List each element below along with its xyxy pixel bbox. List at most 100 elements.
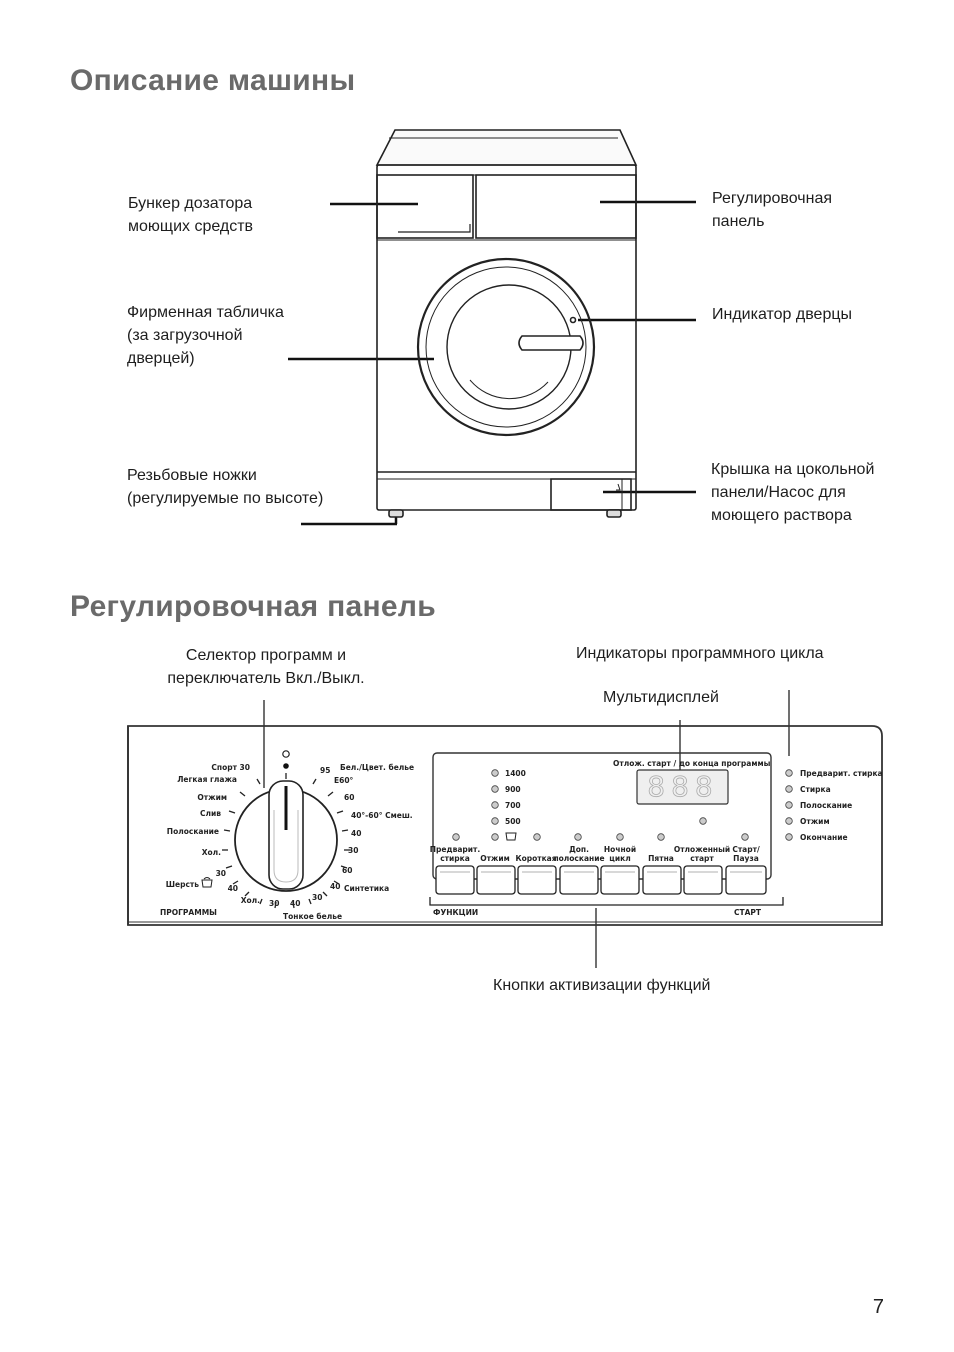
dial-label-cold-left: Хол. [202, 848, 221, 857]
programs-label: ПРОГРАММЫ [160, 908, 217, 917]
dial-label-30-bottom: 30 [269, 899, 279, 908]
button-night-label-1: Ночной [604, 845, 636, 854]
label-feet-line1: Резьбовые ножки [127, 467, 257, 484]
label-rating-plate-line1: Фирменная табличка [127, 304, 284, 321]
dial-label-60-syn: 60 [342, 866, 352, 875]
button-night-label-2: цикл [609, 854, 630, 863]
dial-label-spin: Отжим [197, 793, 227, 802]
callout-selector-line2: переключатель Вкл./Выкл. [167, 670, 365, 687]
button-prewash-label-2: стирка [440, 854, 470, 863]
phase-spin: Отжим [800, 817, 830, 826]
machine-illustration [288, 129, 696, 526]
button-extra-rinse-label-2: полоскание [553, 854, 604, 863]
start-label: СТАРТ [734, 908, 762, 917]
dial-label-wool: Шерсть [166, 880, 200, 889]
program-selector-dial[interactable] [234, 780, 338, 892]
function-leds [452, 817, 749, 841]
label-dispenser-line2: моющих средств [128, 218, 254, 235]
dial-label-cold-bottom: Хол. [241, 896, 260, 905]
dial-label-60-cotton: 60 [344, 793, 354, 802]
wool-handwash-icon [201, 877, 213, 888]
callout-selector-line1: Селектор программ и [185, 647, 347, 664]
label-plinth-line1: Крышка на цокольной [711, 461, 875, 478]
spin-speed-500: 500 [505, 817, 521, 826]
button-start-label-2: Пауза [733, 854, 759, 863]
dial-label-40-syn: 40 [330, 882, 340, 891]
rinse-hold-icon [505, 832, 517, 841]
label-control-panel-line1: Регулировочная [712, 190, 833, 207]
spin-speed-1400: 1400 [505, 769, 526, 778]
callout-cycle-indicators: Индикаторы программного цикла [576, 645, 824, 662]
label-control-panel: Регулировочная панель [712, 187, 832, 233]
button-short-label: Короткая [515, 854, 556, 863]
phase-rinse: Полоскание [800, 801, 852, 810]
dial-label-95: 95 [320, 766, 330, 775]
cycle-phase-leds [785, 769, 793, 841]
label-dispenser-line1: Бункер дозатора [128, 195, 253, 212]
dial-label-sport: Спорт 30 [211, 763, 250, 772]
label-rating-plate-line2: (за загрузочной [127, 327, 243, 344]
delay-start-button[interactable] [683, 865, 723, 895]
dial-label-30-mix: 30 [348, 846, 358, 855]
night-cycle-button[interactable] [600, 865, 640, 895]
section-title-machine: Описание машины [70, 64, 356, 97]
label-door-indicator: Индикатор дверцы [712, 303, 852, 326]
phase-end: Окончание [800, 833, 848, 842]
button-extra-rinse-label-1: Доп. [569, 845, 589, 854]
button-delay-label-2: старт [690, 854, 714, 863]
spin-speed-700: 700 [505, 801, 521, 810]
dial-label-30-syn: 30 [312, 893, 322, 902]
label-control-panel-line2: панель [712, 213, 765, 230]
label-feet-line2: (регулируемые по высоте) [127, 490, 324, 507]
callout-multidisplay: Мультидисплей [603, 689, 719, 706]
start-pause-button[interactable] [725, 865, 767, 895]
dial-label-eco: E60° [334, 776, 354, 785]
dial-label-40-left: 40 [228, 884, 238, 893]
multidisplay-screen [636, 769, 729, 805]
dial-label-40-bottom: 40 [290, 899, 300, 908]
label-dispenser: Бункер дозатора моющих средств [128, 192, 253, 238]
label-door-indicator-line1: Индикатор дверцы [712, 306, 853, 323]
dial-label-delicate: Тонкое белье [283, 912, 342, 921]
phase-wash: Стирка [800, 785, 831, 794]
control-panel-drawing: Спорт 30 Легкая глажа Отжим Слив Полоска… [127, 690, 883, 968]
spin-speed-indicators [491, 769, 499, 841]
callout-function-buttons: Кнопки активизации функций [493, 977, 711, 994]
dial-label-mix: 40°-60° Смеш. [351, 811, 413, 820]
callout-selector: Селектор программ и переключатель Вкл./В… [164, 644, 368, 690]
button-prewash-label-1: Предварит. [430, 845, 481, 854]
power-indicator-icon [282, 750, 290, 758]
dial-label-easy-iron: Легкая глажа [177, 775, 237, 784]
multidisplay-digits: 888 [647, 770, 718, 803]
label-plinth-line2: панели/Насос для [711, 484, 846, 501]
dial-label-rinse: Полоскание [167, 827, 219, 836]
dial-label-cotton: Бел./Цвет. белье [340, 763, 414, 772]
spin-speed-900: 900 [505, 785, 521, 794]
button-spin-label: Отжим [480, 854, 510, 863]
stains-button[interactable] [642, 865, 682, 895]
dial-label-40-mix: 40 [351, 829, 361, 838]
label-plinth: Крышка на цокольной панели/Насос для мою… [711, 458, 874, 527]
dial-ticks [222, 773, 350, 909]
dial-label-drain: Слив [200, 809, 221, 818]
button-delay-label-1: Отложенный [674, 845, 730, 854]
dial-label-synthetics: Синтетика [344, 884, 389, 893]
label-plinth-line3: моющего раствора [711, 507, 852, 524]
buttons-bracket [429, 897, 784, 906]
extra-rinse-button[interactable] [559, 865, 599, 895]
spin-button[interactable] [476, 865, 516, 895]
functions-label: ФУНКЦИИ [433, 908, 478, 917]
dial-marker-dot [283, 763, 289, 769]
section-title-control-panel: Регулировочная панель [70, 590, 436, 623]
short-button[interactable] [517, 865, 557, 895]
display-header: Отлож. старт / до конца программы [613, 759, 771, 768]
page-number: 7 [872, 1296, 884, 1318]
prewash-button[interactable] [435, 865, 475, 895]
dial-label-30-left: 30 [216, 869, 226, 878]
button-stains-label: Пятна [648, 854, 674, 863]
label-rating-plate-line3: дверцей) [127, 350, 195, 367]
button-start-label-1: Старт/ [732, 845, 760, 854]
panel-outline [127, 725, 883, 926]
label-rating-plate: Фирменная табличка (за загрузочной дверц… [127, 301, 284, 370]
phase-prewash: Предварит. стирка [800, 769, 883, 778]
